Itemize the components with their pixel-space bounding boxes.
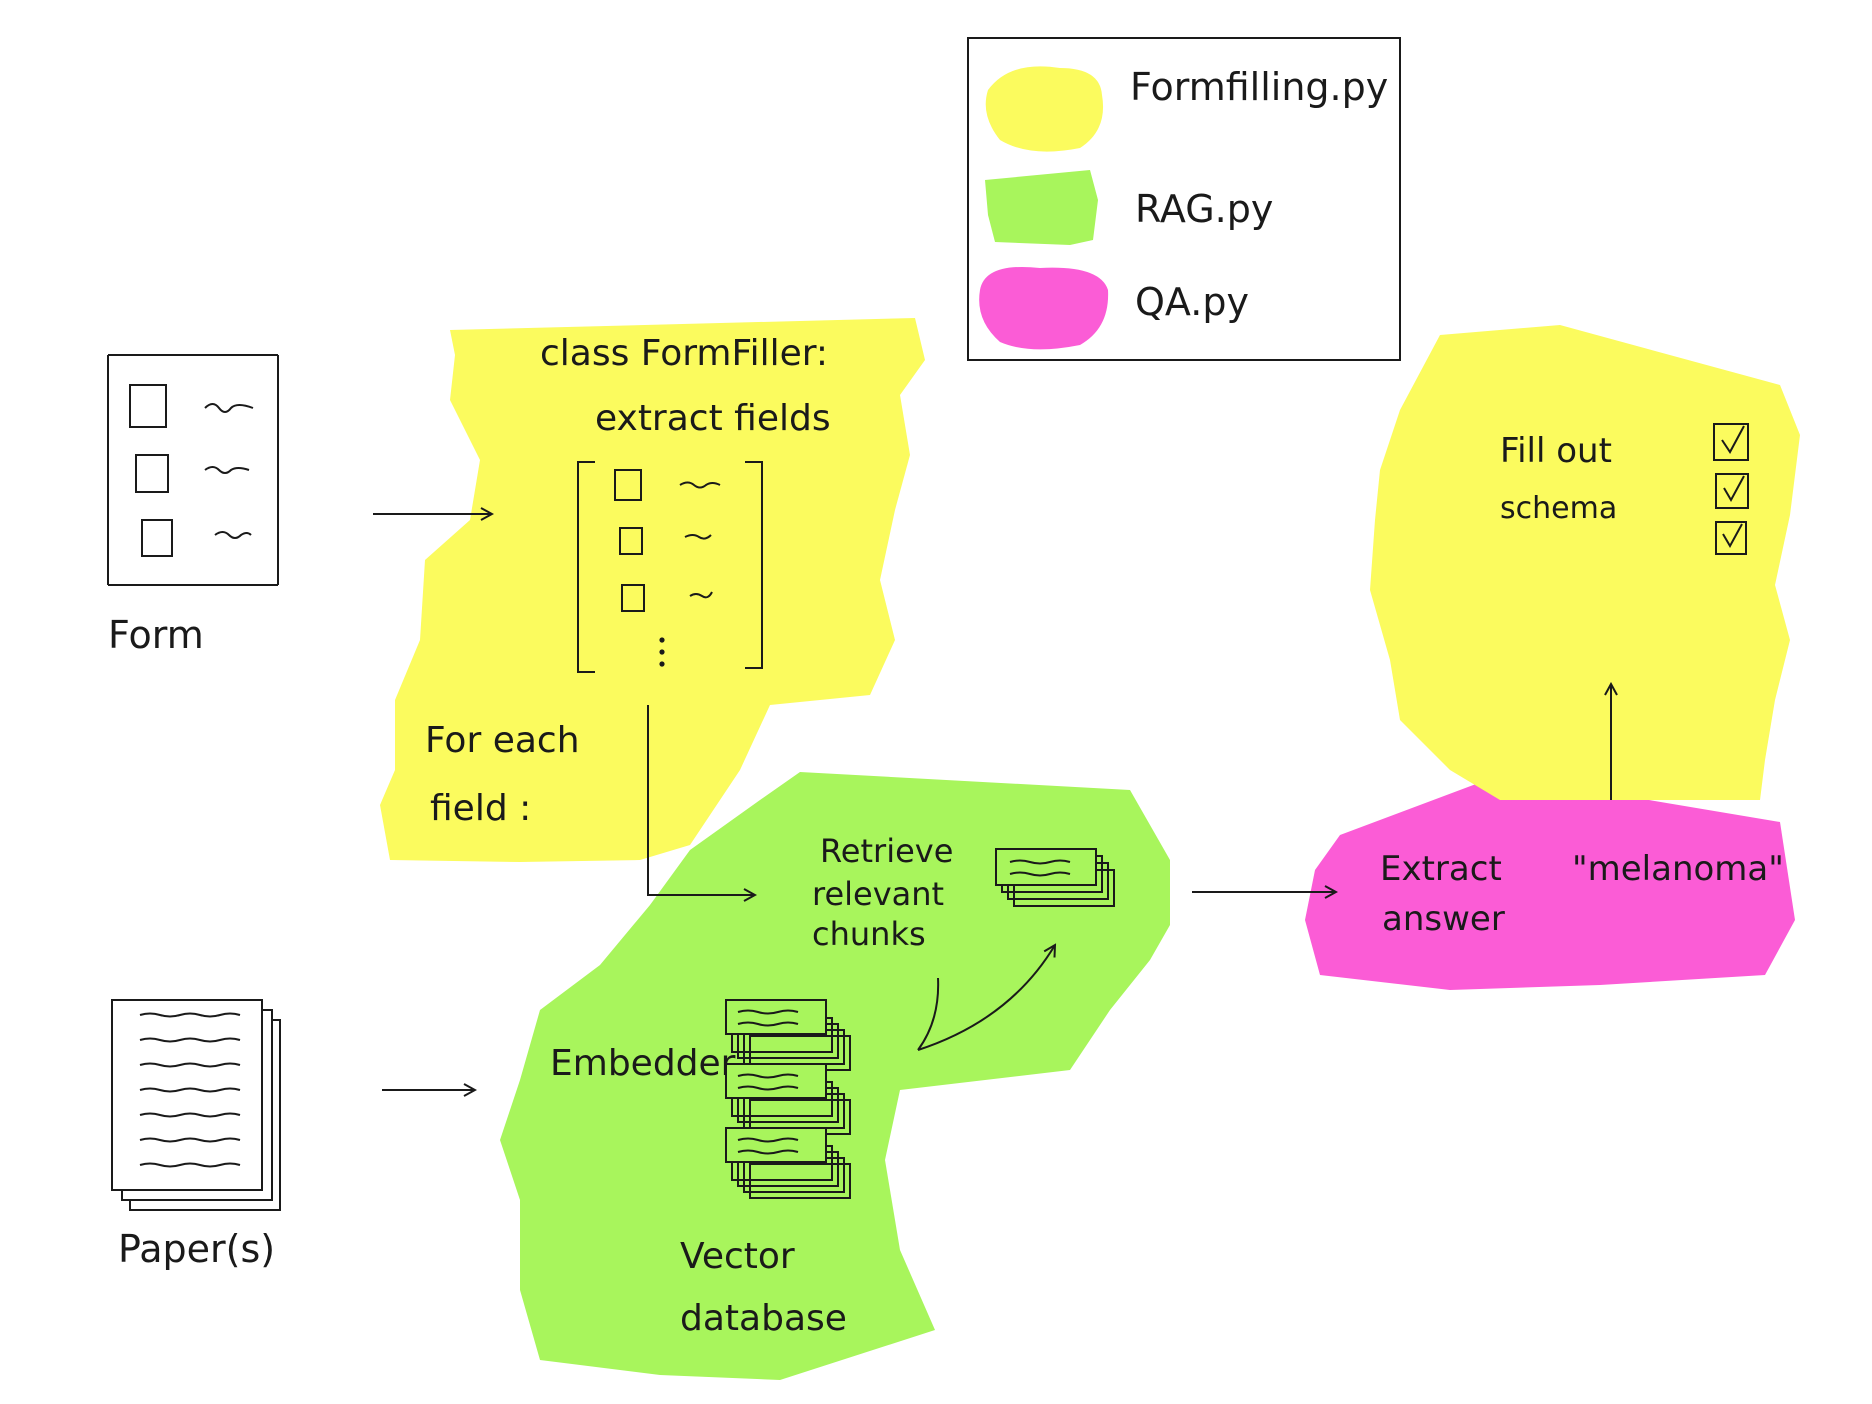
vector-db-label-1: Vector (680, 1236, 795, 1277)
schema-highlight (1370, 325, 1800, 800)
form-icon (107, 354, 279, 586)
arrow-retrieve-to-db (917, 977, 940, 1051)
legend-swatch-formfilling (985, 66, 1104, 152)
checked-boxes-icon (1713, 423, 1749, 555)
arrow-loop-to-retrieve (647, 705, 755, 895)
retrieve-text-1: Retrieve (820, 832, 953, 870)
form-label: Form (108, 613, 204, 657)
retrieve-text-3: chunks (812, 915, 926, 953)
arrow-db-to-retrieve (917, 945, 1055, 1051)
extracted-fields-icon (577, 461, 763, 673)
embedder-label: Embedder (550, 1043, 736, 1084)
answer-value-text: "melanoma" (1572, 849, 1784, 889)
papers-label: Paper(s) (118, 1227, 275, 1271)
legend-label-qa: QA.py (1135, 280, 1249, 324)
papers-icon (111, 999, 281, 1211)
formfiller-extract-text: extract fields (595, 398, 831, 439)
legend-label-formfilling: Formfilling.py (1130, 65, 1388, 109)
arrows (373, 514, 1611, 1090)
legend-swatch-qa (979, 266, 1109, 350)
formfiller-loop-text-2: field : (430, 788, 531, 829)
fill-schema-text-2: schema (1500, 491, 1617, 526)
rag-highlight (500, 772, 1170, 1380)
legend: Formfilling.py RAG.py QA.py (967, 37, 1401, 361)
legend-label-rag: RAG.py (1135, 187, 1273, 231)
qa-highlight (1305, 775, 1795, 990)
formfiller-highlight (380, 318, 925, 862)
retrieve-text-2: relevant (812, 875, 944, 913)
formfiller-loop-text-1: For each (425, 720, 580, 761)
retrieved-chunks-icon (995, 848, 1115, 907)
formfiller-class-text: class FormFiller: (540, 333, 828, 374)
extract-answer-text-1: Extract (1380, 849, 1502, 889)
extract-answer-text-2: answer (1382, 899, 1505, 939)
vector-database-icon (725, 999, 851, 1199)
vector-db-label-2: database (680, 1298, 847, 1339)
legend-swatch-rag (985, 170, 1098, 245)
fill-schema-text-1: Fill out (1500, 431, 1612, 471)
